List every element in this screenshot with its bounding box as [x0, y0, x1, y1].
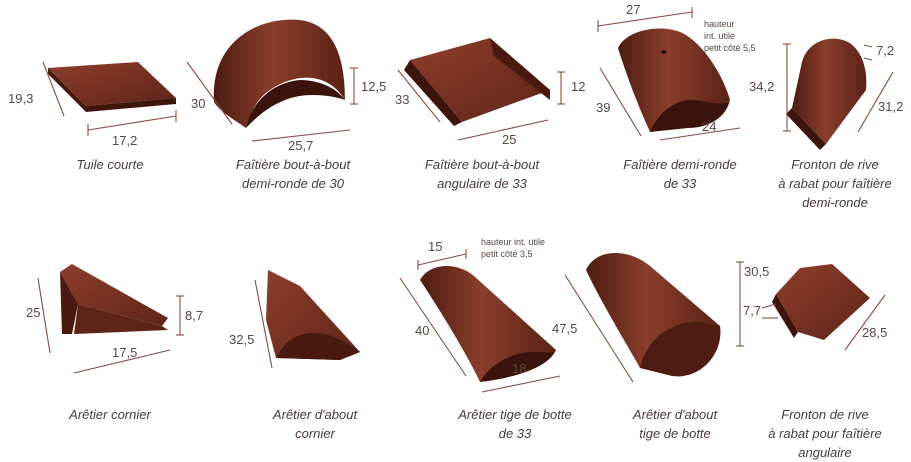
dim-label: 8,7 [185, 308, 204, 323]
caption-line: angulaire de 33 [437, 176, 527, 191]
caption-line: cornier [295, 426, 335, 441]
dim-label: 17,2 [112, 133, 138, 148]
caption-line: Fronton de rive [781, 407, 869, 422]
caption-line: à rabat pour faîtière [778, 176, 892, 191]
caption-line: Arêtier d'about [272, 407, 358, 422]
tile-aretier-about-tige-de-botte [564, 252, 721, 383]
caption-line: demi-ronde de 30 [242, 176, 344, 191]
dim-label: 39 [596, 100, 611, 115]
dim-label: 19,3 [8, 91, 34, 106]
caption-line: demi-ronde [802, 195, 868, 210]
dim-label: 7,2 [876, 43, 895, 58]
tile-caption: Arêtier d'about cornier [240, 405, 390, 443]
caption-line: Faîtière bout-à-bout [424, 157, 540, 172]
tile-aretier-tige-de-botte-33 [399, 249, 561, 393]
caption-line: Faîtière demi-ronde [623, 157, 737, 172]
tile-tuile-courte [42, 61, 177, 136]
dim-label: 30 [191, 96, 206, 111]
caption-line: Arêtier cornier [69, 407, 151, 422]
dim-label: 18 [512, 361, 527, 376]
dim-label: 40 [415, 323, 430, 338]
dim-label: 47,5 [552, 321, 578, 336]
dim-label: 33 [395, 92, 410, 107]
caption-line: de 33 [663, 176, 697, 191]
tile-caption: Arêtier d'about tige de botte [600, 405, 750, 443]
caption-line: de 33 [498, 426, 532, 441]
dim-label: 25 [502, 132, 517, 147]
dim-label: 12 [571, 79, 586, 94]
caption-line: à rabat pour faîtière [768, 426, 882, 441]
inner-height-note: hauteur int. utile petit côté 3,5 [481, 236, 545, 260]
caption-line: Tuile courte [76, 157, 144, 172]
tile-aretier-cornier [37, 264, 184, 374]
tile-aretier-about-cornier [254, 270, 360, 369]
tile-caption: Fronton de rive à rabat pour faîtière an… [750, 405, 900, 462]
caption-line: Arêtier d'about [632, 407, 718, 422]
dim-label: 28,5 [862, 325, 888, 340]
note-line: hauteur int. utile [481, 237, 546, 247]
tile-caption: Fronton de rive à rabat pour faîtière de… [760, 155, 910, 212]
tile-caption: Arêtier cornier [50, 405, 170, 424]
dim-label: 30,5 [744, 264, 770, 279]
inner-height-note: hauteur int. utile petit côté 5,5 [704, 18, 756, 54]
note-line: petit côté 5,5 [704, 43, 756, 53]
tile-fronton-rive-demi-ronde [783, 38, 894, 150]
dim-label: 15 [428, 239, 443, 254]
dim-label: 24 [702, 119, 717, 134]
tile-caption: Tuile courte [50, 155, 170, 174]
caption-line: tige de botte [639, 426, 711, 441]
caption-line: Faîtière bout-à-bout [235, 157, 351, 172]
tile-fronton-rive-angulaire [736, 261, 886, 351]
tile-faitiere-demi-ronde-33 [597, 7, 741, 141]
dim-label: 12,5 [361, 79, 387, 94]
note-line: petit côté 3,5 [481, 249, 533, 259]
tile-faitiere-demi-ronde-30 [186, 19, 358, 142]
dim-label: 25,7 [288, 138, 314, 153]
note-line: int. utile [704, 31, 736, 41]
caption-line: Fronton de rive [791, 157, 879, 172]
caption-line: Arêtier tige de botte [458, 407, 572, 422]
dim-label: 17,5 [112, 345, 138, 360]
dim-label: 31,2 [878, 99, 904, 114]
tile-caption: Faîtière demi-ronde de 33 [600, 155, 760, 193]
tile-caption: Faîtière bout-à-bout angulaire de 33 [402, 155, 562, 193]
dim-label: 27 [626, 2, 641, 17]
tile-caption: Arêtier tige de botte de 33 [430, 405, 600, 443]
note-line: hauteur [704, 19, 735, 29]
dim-label: 7,7 [743, 303, 762, 318]
caption-line: angulaire [798, 445, 852, 460]
dim-label: 32,5 [229, 332, 255, 347]
tile-faitiere-angulaire-33 [397, 38, 565, 141]
tile-caption: Faîtière bout-à-bout demi-ronde de 30 [208, 155, 378, 193]
dim-label: 25 [26, 305, 41, 320]
dim-label: 34,2 [749, 79, 775, 94]
